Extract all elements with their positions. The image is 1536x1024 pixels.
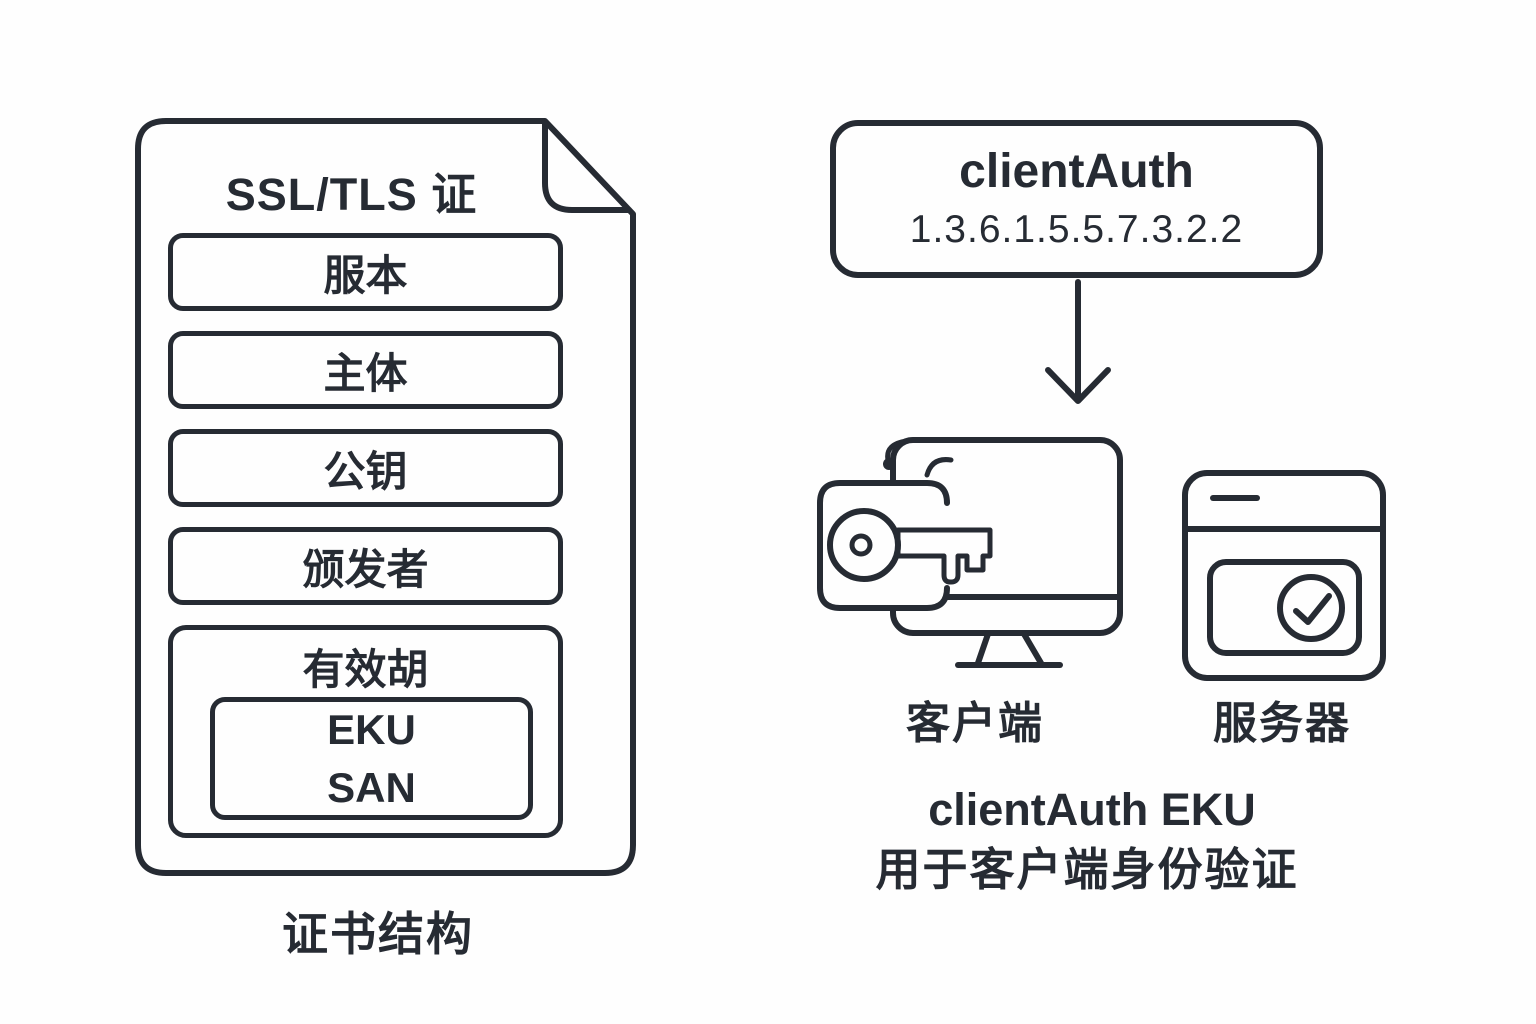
check-circle-icon: [1277, 574, 1345, 642]
certificate-caption: 证书结构: [282, 908, 474, 960]
monitor-stand: [975, 631, 1044, 666]
certificate-field-public-key: 公钥: [168, 429, 563, 507]
certificate-validity-label: 有效胡: [302, 646, 429, 693]
eku-oid: 1.3.6.1.5.5.7.3.2.2: [909, 208, 1244, 251]
certificate-field-issuer: 颁发者: [168, 527, 563, 605]
certificate-field-version: 服本: [168, 233, 563, 311]
decorative-arc: [885, 438, 910, 463]
certificate-field-subject: 主体: [168, 331, 563, 409]
decorative-dot: [883, 458, 895, 470]
certificate-title: SSL/TLS 证: [225, 169, 478, 220]
server-icon: [1182, 470, 1386, 681]
footer-caption-line2: 用于客户端身份验证: [875, 844, 1299, 895]
checkmark-icon: [1293, 593, 1332, 625]
server-label: 服务器: [1213, 699, 1351, 748]
clientauth-oid-badge: clientAuth 1.3.6.1.5.5.7.3.2.2: [830, 120, 1323, 278]
certificate-extensions-box: EKU SAN: [210, 697, 533, 820]
key-icon: [827, 508, 993, 585]
extension-eku: EKU: [327, 705, 416, 753]
client-computer-icon: [817, 437, 1123, 668]
eku-name: clientAuth: [959, 145, 1194, 198]
client-label: 客户端: [906, 699, 1044, 748]
decorative-arc-2: [924, 457, 954, 478]
server-panel: [1207, 559, 1362, 656]
footer-caption-line1: clientAuth EKU: [928, 784, 1256, 835]
eku-to-client-arrow: [1045, 279, 1111, 404]
extension-san: SAN: [327, 763, 416, 811]
